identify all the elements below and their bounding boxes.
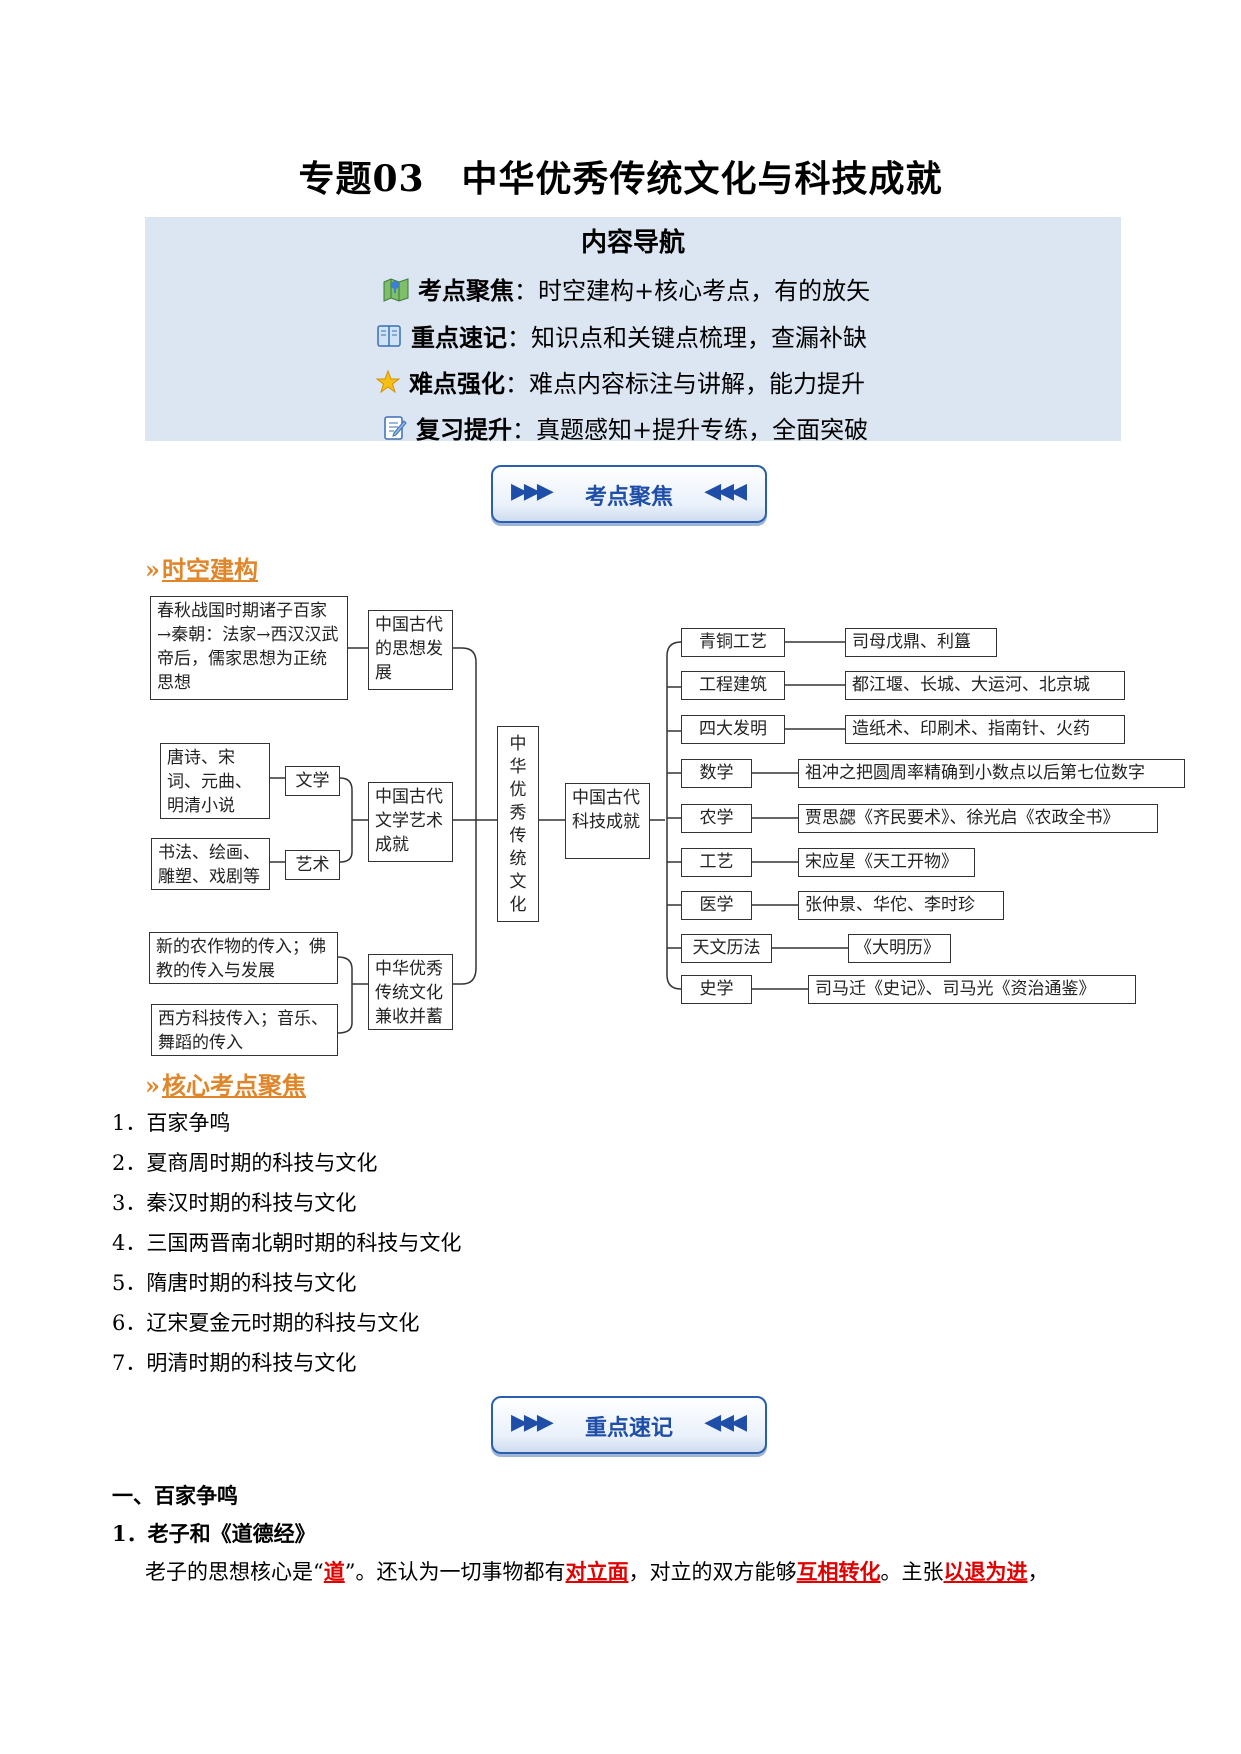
triple-right-arrow-icon: ▶▶▶ [511, 479, 554, 504]
science-item-medicine: 医学 [681, 891, 752, 920]
keyword: 道 [323, 1559, 345, 1584]
notes-heading-1: 一、百家争鸣 [112, 1483, 238, 1508]
page-title: 专题03 中华优秀传统文化与科技成就 [298, 158, 943, 200]
content-nav-panel [145, 217, 1121, 441]
art-detail-box: 书法、绘画、雕塑、戏剧等 [151, 838, 270, 890]
double-chevron-icon: » [145, 1071, 160, 1100]
science-item-astronomy: 天文历法 [681, 934, 772, 963]
section-heading-core: »核心考点聚焦 [145, 1071, 306, 1100]
section-banner-focus: ▶▶▶ 考点聚焦 ◀◀◀ [491, 465, 767, 523]
list-item: 1．百家争鸣 [112, 1111, 231, 1135]
science-title-box: 中国古代科技成就 [565, 783, 650, 859]
keyword: 以退为进 [943, 1559, 1028, 1584]
mindmap-center-box: 中华优秀传统文化 [497, 726, 539, 922]
triple-right-arrow-icon: ▶▶▶ [511, 1410, 554, 1435]
science-item-engineering: 工程建筑 [681, 671, 785, 700]
list-item: 3．秦汉时期的科技与文化 [112, 1191, 357, 1215]
science-detail-craft: 宋应星《天工开物》 [798, 848, 975, 877]
science-detail-astronomy: 《大明历》 [848, 934, 951, 963]
science-detail-math: 祖冲之把圆周率精确到小数点以后第七位数字 [798, 759, 1185, 788]
science-detail-history: 司马迁《史记》、司马光《资治通鉴》 [808, 975, 1136, 1004]
science-item-craft: 工艺 [681, 848, 752, 877]
literature-detail-box: 唐诗、宋词、元曲、明清小说 [160, 743, 270, 819]
thought-title-box: 中国古代的思想发展 [368, 610, 453, 690]
list-item: 6．辽宋夏金元时期的科技与文化 [112, 1311, 420, 1335]
keyword: 互相转化 [796, 1559, 881, 1584]
section-banner-notes: ▶▶▶ 重点速记 ◀◀◀ [491, 1396, 767, 1454]
triple-left-arrow-icon: ◀◀◀ [704, 1410, 747, 1435]
science-detail-agriculture: 贾思勰《齐民要术》、徐光启《农政全书》 [798, 804, 1158, 833]
keyword: 对立面 [565, 1559, 629, 1584]
science-item-history: 史学 [681, 975, 752, 1004]
literature-art-title-box: 中国古代文学艺术成就 [368, 782, 453, 862]
nav-item-notes: 重点速记：知识点和关键点梳理，查漏补缺 [375, 318, 867, 355]
notes-heading-2: 1．老子和《道德经》 [112, 1521, 316, 1546]
science-item-agriculture: 农学 [681, 804, 752, 833]
science-detail-inventions: 造纸术、印刷术、指南针、火药 [845, 715, 1125, 744]
science-item-bronze: 青铜工艺 [681, 628, 785, 657]
list-item: 5．隋唐时期的科技与文化 [112, 1271, 357, 1295]
thought-detail-box: 春秋战国时期诸子百家→秦朝：法家→西汉汉武帝后，儒家思想为正统思想 [150, 596, 348, 700]
nav-item-focus: 考点聚焦：时空建构+核心考点，有的放矢 [382, 271, 870, 308]
nav-item-difficult: 难点强化：难点内容标注与讲解，能力提升 [375, 364, 865, 401]
list-item: 2．夏商周时期的科技与文化 [112, 1151, 378, 1175]
fusion-detail-box-1: 新的农作物的传入；佛教的传入与发展 [149, 932, 338, 984]
list-item: 7．明清时期的科技与文化 [112, 1351, 357, 1375]
triple-left-arrow-icon: ◀◀◀ [704, 479, 747, 504]
science-detail-engineering: 都江堰、长城、大运河、北京城 [845, 671, 1125, 700]
section-heading-spacetime: »时空建构 [145, 555, 258, 584]
art-label-box: 艺术 [285, 850, 340, 880]
fusion-detail-box-2: 西方科技传入；音乐、舞蹈的传入 [151, 1004, 338, 1056]
book-icon [375, 323, 403, 355]
nav-item-review: 复习提升：真题感知+提升专练，全面突破 [382, 410, 868, 447]
double-chevron-icon: » [145, 555, 160, 584]
map-icon [382, 276, 410, 308]
science-item-inventions: 四大发明 [681, 715, 785, 744]
content-nav-heading: 内容导航 [580, 228, 685, 258]
science-detail-medicine: 张仲景、华佗、李时珍 [798, 891, 1004, 920]
literature-label-box: 文学 [285, 766, 340, 796]
science-item-math: 数学 [681, 759, 752, 788]
edit-icon [382, 413, 408, 447]
science-detail-bronze: 司母戊鼎、利簋 [845, 628, 997, 657]
list-item: 4．三国两晋南北朝时期的科技与文化 [112, 1231, 462, 1255]
notes-paragraph: 老子的思想核心是“道”。还认为一切事物都有对立面，对立的双方能够互相转化。主张以… [145, 1559, 1049, 1584]
fusion-title-box: 中华优秀传统文化兼收并蓄 [368, 954, 453, 1030]
star-icon [375, 369, 401, 401]
